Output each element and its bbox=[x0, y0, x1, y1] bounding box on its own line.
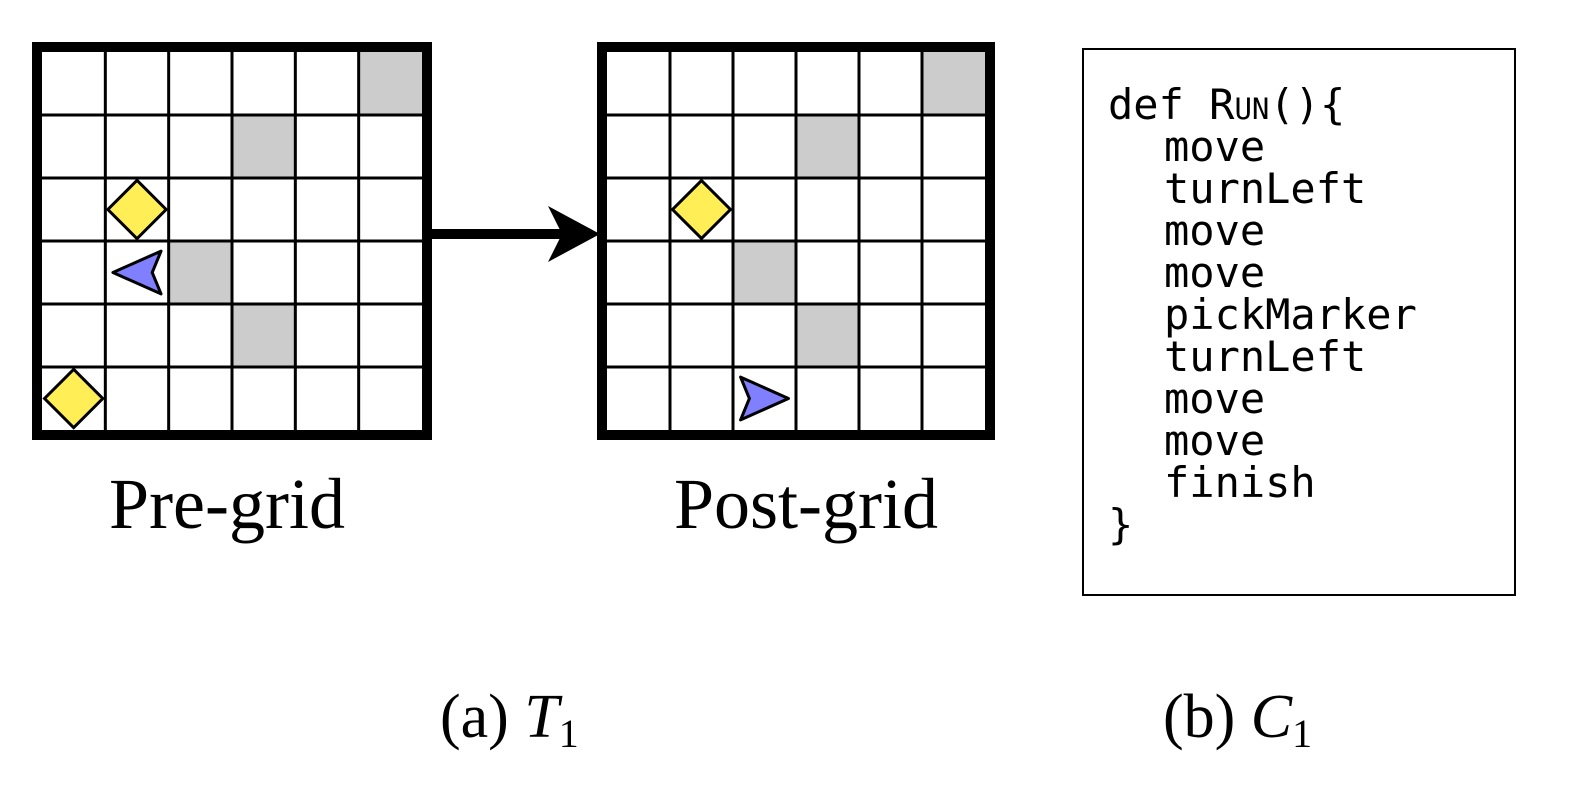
caption-b: (b) C1 bbox=[1163, 686, 1312, 754]
grid-border bbox=[597, 42, 995, 440]
code-function-name: Run bbox=[1209, 80, 1270, 129]
caption-a-subscript: 1 bbox=[558, 711, 579, 756]
code-line: move bbox=[1164, 374, 1266, 423]
code-def-line: def Run(){ bbox=[1108, 84, 1345, 126]
avatar-arrow-icon bbox=[739, 375, 790, 422]
code-line: move bbox=[1164, 416, 1266, 465]
code-keyword: def bbox=[1108, 80, 1184, 129]
wall-cell bbox=[232, 304, 296, 367]
wall-cell bbox=[232, 115, 296, 178]
code-line: finish bbox=[1164, 458, 1316, 507]
caption-b-subscript: 1 bbox=[1292, 711, 1313, 756]
post-grid-canvas bbox=[597, 42, 995, 440]
arrow-head-icon bbox=[548, 206, 600, 262]
code-box: def Run(){ move turnLeft move move pickM… bbox=[1082, 48, 1516, 596]
code-line: move bbox=[1164, 248, 1266, 297]
code-closing-brace: } bbox=[1108, 500, 1134, 549]
wall-cell bbox=[796, 115, 859, 178]
pre-grid-canvas bbox=[32, 42, 432, 440]
code-line: pickMarker bbox=[1164, 290, 1417, 339]
wall-cell bbox=[796, 304, 859, 367]
grid-border bbox=[32, 42, 432, 440]
wall-cell bbox=[733, 241, 796, 304]
caption-b-symbol: C bbox=[1250, 683, 1293, 751]
caption-a: (a) T1 bbox=[440, 686, 579, 754]
marker-icon bbox=[105, 178, 169, 241]
wall-cell bbox=[168, 241, 232, 304]
wall-cell bbox=[922, 52, 985, 115]
caption-a-symbol: T bbox=[524, 683, 559, 751]
transition-arrow bbox=[428, 206, 600, 262]
caption-a-prefix: (a) bbox=[440, 683, 509, 751]
code-line: turnLeft bbox=[1164, 332, 1367, 381]
avatar-arrow-icon bbox=[111, 249, 163, 296]
code-line: turnLeft bbox=[1164, 164, 1367, 213]
marker-icon bbox=[670, 178, 733, 241]
marker-icon bbox=[42, 367, 105, 430]
pre-grid-label: Pre-grid bbox=[109, 464, 345, 544]
post-grid bbox=[597, 42, 995, 440]
code-line: move bbox=[1164, 206, 1266, 255]
post-grid-label: Post-grid bbox=[673, 464, 939, 544]
code-line: move bbox=[1164, 122, 1266, 171]
pre-grid bbox=[32, 42, 432, 440]
wall-cell bbox=[358, 52, 422, 115]
caption-b-prefix: (b) bbox=[1163, 683, 1236, 751]
code-signature: (){ bbox=[1269, 80, 1346, 129]
